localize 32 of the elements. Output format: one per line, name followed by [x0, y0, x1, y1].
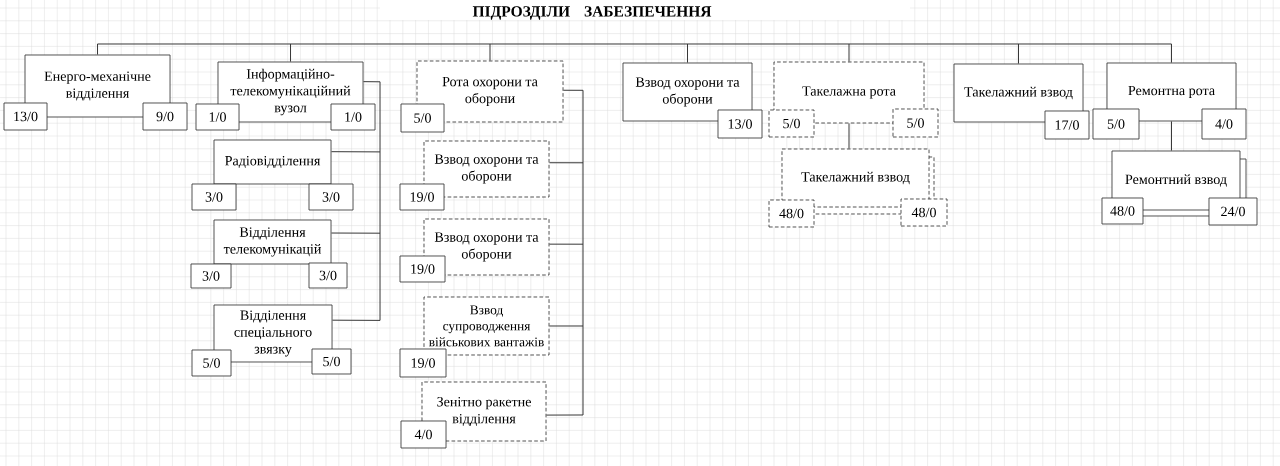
number-box: 1/0	[195, 103, 240, 131]
number-box: 5/0	[191, 349, 232, 377]
connector-line	[848, 122, 850, 150]
number-box: 5/0	[892, 108, 939, 138]
number-box: 5/0	[311, 348, 352, 375]
number-box: 13/0	[3, 102, 48, 131]
number-box: 3/0	[308, 262, 348, 289]
number-box: 17/0	[1044, 110, 1090, 140]
number-box: 24/0	[1208, 197, 1258, 226]
number-box: 3/0	[191, 183, 237, 211]
number-box: 13/0	[717, 109, 763, 139]
unit-box: Взвод супроводження військових вантажів	[423, 296, 550, 356]
number-box: 3/0	[308, 183, 354, 211]
connector-line	[545, 89, 584, 416]
number-box: 9/0	[142, 102, 188, 131]
title: ПІДРОЗДІЛИ ЗАБЕЗПЕЧЕННЯ	[472, 6, 712, 20]
number-box: 19/0	[399, 348, 447, 378]
connector-line	[1171, 120, 1172, 152]
number-box: 5/0	[768, 109, 815, 138]
number-box: 5/0	[1092, 108, 1140, 140]
number-box: 19/0	[399, 255, 446, 283]
number-box: 48/0	[768, 199, 815, 228]
number-box: 19/0	[399, 183, 445, 211]
number-box: 1/0	[330, 103, 376, 131]
number-box: 3/0	[190, 263, 232, 289]
connector-line	[97, 43, 1172, 65]
number-box: 4/0	[400, 420, 447, 449]
connector-line	[330, 81, 381, 321]
number-box: 5/0	[400, 103, 445, 133]
number-box: 48/0	[1101, 197, 1144, 225]
number-box: 4/0	[1201, 108, 1247, 140]
number-box: 48/0	[900, 198, 948, 227]
